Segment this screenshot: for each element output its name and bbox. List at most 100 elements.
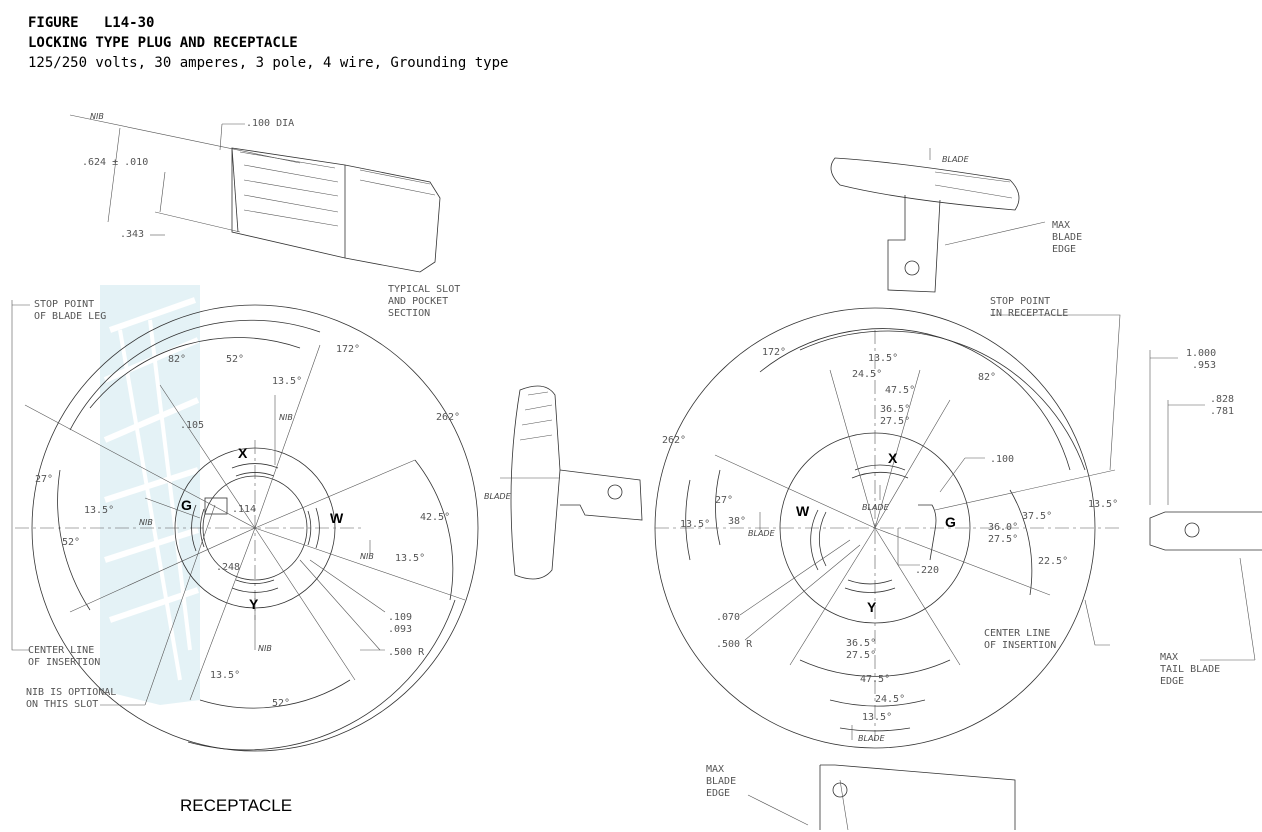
dim-109: .109: [388, 612, 412, 623]
max-blade-top-1: MAX: [1052, 220, 1070, 231]
blade-bottom: [747, 764, 1016, 831]
angle-13-5-bottom-left: 13.5°: [210, 670, 240, 681]
blade-label-bottom: BLADE: [858, 734, 886, 743]
watermark-logo: [100, 285, 200, 705]
dim-1000: 1.000: [1186, 348, 1216, 359]
slot-x-left: [231, 463, 279, 469]
angle-24-5-bottom-right: 24.5°: [875, 694, 905, 705]
typical-slot-3: SECTION: [388, 308, 430, 319]
dim-500r-left: .500 R: [388, 647, 425, 658]
max-tail-2: TAIL BLADE: [1160, 664, 1220, 675]
angle-52-bottom-left: 52°: [272, 698, 290, 709]
dim-070: .070: [716, 612, 740, 623]
stop-point-blade-2: OF BLADE LEG: [34, 311, 106, 322]
angle-27-5-top-right: 27.5°: [880, 416, 910, 427]
typical-slot-1: TYPICAL SLOT: [388, 284, 460, 295]
dia-label: .100 DIA: [246, 118, 294, 129]
blade-label-x: BLADE: [862, 503, 890, 512]
nib-label-section: NIB: [90, 112, 104, 121]
angle-13-5-left-right: 13.5°: [680, 519, 710, 530]
stop-point-recept-2: IN RECEPTACLE: [990, 308, 1068, 319]
dim-105: .105: [180, 420, 204, 431]
pole-w-left: W: [330, 510, 344, 526]
angle-27-right: 27°: [715, 495, 733, 506]
max-blade-top-2: BLADE: [1052, 232, 1082, 243]
pole-x-right: X: [888, 450, 898, 466]
receptacle-face-left: [11, 300, 479, 752]
angle-82-left: 82°: [168, 354, 186, 365]
angle-47-5-top-right: 47.5°: [885, 385, 915, 396]
center-line-right-1: CENTER LINE: [984, 628, 1050, 639]
figure-title: LOCKING TYPE PLUG AND RECEPTACLE: [28, 35, 298, 51]
blade-label-center: BLADE: [484, 492, 512, 501]
stop-point-recept-1: STOP POINT: [990, 296, 1050, 307]
nib-label-top: NIB: [279, 413, 293, 422]
angle-13-5-side-left: 13.5°: [84, 505, 114, 516]
nib-label-left: NIB: [139, 518, 153, 527]
center-line-right-2: OF INSERTION: [984, 640, 1056, 651]
blade-label-w: BLADE: [748, 529, 776, 538]
slot-g-right: [918, 504, 937, 561]
dim-343: .343: [120, 229, 144, 240]
blade-top-right: [830, 148, 1046, 293]
slot-w-right: [810, 509, 819, 571]
blade-side-right: [1149, 350, 1262, 661]
pole-x-left: X: [238, 445, 248, 461]
blade-label-top: BLADE: [942, 155, 970, 164]
dim-220: .220: [915, 565, 939, 576]
dim-624: .624 ± .010: [82, 157, 148, 168]
angle-172-right: 172°: [762, 347, 786, 358]
pole-g-right: G: [945, 514, 956, 530]
angle-47-5-bottom-right: 47.5°: [860, 674, 890, 685]
angle-36-5-top-right: 36.5°: [880, 404, 910, 415]
angle-27-5-g-right: 27.5°: [988, 534, 1018, 545]
slot-y-left: [231, 587, 279, 593]
center-line-left-1: CENTER LINE: [28, 645, 94, 656]
plug-face-right: [654, 307, 1121, 749]
receptacle-label: RECEPTACLE: [180, 796, 292, 815]
dim-093: .093: [388, 624, 412, 635]
angle-52-top-left: 52°: [226, 354, 244, 365]
max-blade-bottom-2: BLADE: [706, 776, 736, 787]
angle-24-5-top-right: 24.5°: [852, 369, 882, 380]
max-blade-bottom-1: MAX: [706, 764, 724, 775]
angle-262-left: 262°: [436, 412, 460, 423]
dim-100: .100: [990, 454, 1014, 465]
dim-828: .828: [1210, 394, 1234, 405]
angle-42-5-left: 42.5°: [420, 512, 450, 523]
angle-13-5-bottom-right: 13.5°: [862, 712, 892, 723]
angle-13-5-top-right: 13.5°: [868, 353, 898, 364]
pole-y-left: Y: [249, 596, 259, 612]
center-line-left-2: OF INSERTION: [28, 657, 100, 668]
pole-w-right: W: [796, 503, 810, 519]
figure-subtitle: 125/250 volts, 30 amperes, 3 pole, 4 wir…: [28, 55, 509, 71]
nib-label-right: NIB: [360, 552, 374, 561]
dim-781: .781: [1210, 406, 1234, 417]
angle-13-5-g-right: 13.5°: [1088, 499, 1118, 510]
angle-37-5-right: 37.5°: [1022, 511, 1052, 522]
angle-36-5-bottom-right: 36.5°: [846, 638, 876, 649]
angle-13-5-right-left: 13.5°: [395, 553, 425, 564]
slot-x-right: [854, 464, 906, 471]
angle-13-5-top-left: 13.5°: [272, 376, 302, 387]
slot-y-right: [847, 579, 893, 585]
slot-w-left: [315, 507, 320, 549]
angle-36-right: 36.0°: [988, 522, 1018, 533]
nib-optional-2: ON THIS SLOT: [26, 699, 98, 710]
angle-27-5-bottom-right: 27.5°: [846, 650, 876, 661]
angle-82-right: 82°: [978, 372, 996, 383]
dim-114: .114: [232, 504, 256, 515]
max-blade-top-3: EDGE: [1052, 244, 1076, 255]
blade-center: [500, 385, 643, 580]
angle-38-right: 38°: [728, 516, 746, 527]
stop-point-blade-1: STOP POINT: [34, 299, 94, 310]
max-blade-bottom-3: EDGE: [706, 788, 730, 799]
pole-g-left: G: [181, 497, 192, 513]
angle-22-5-right: 22.5°: [1038, 556, 1068, 567]
nib-label-bottom: NIB: [258, 644, 272, 653]
figure-number: FIGURE L14-30: [28, 15, 155, 31]
angle-27-left: 27°: [35, 474, 53, 485]
dim-953: .953: [1192, 360, 1216, 371]
dim-500r-right: .500 R: [716, 639, 753, 650]
